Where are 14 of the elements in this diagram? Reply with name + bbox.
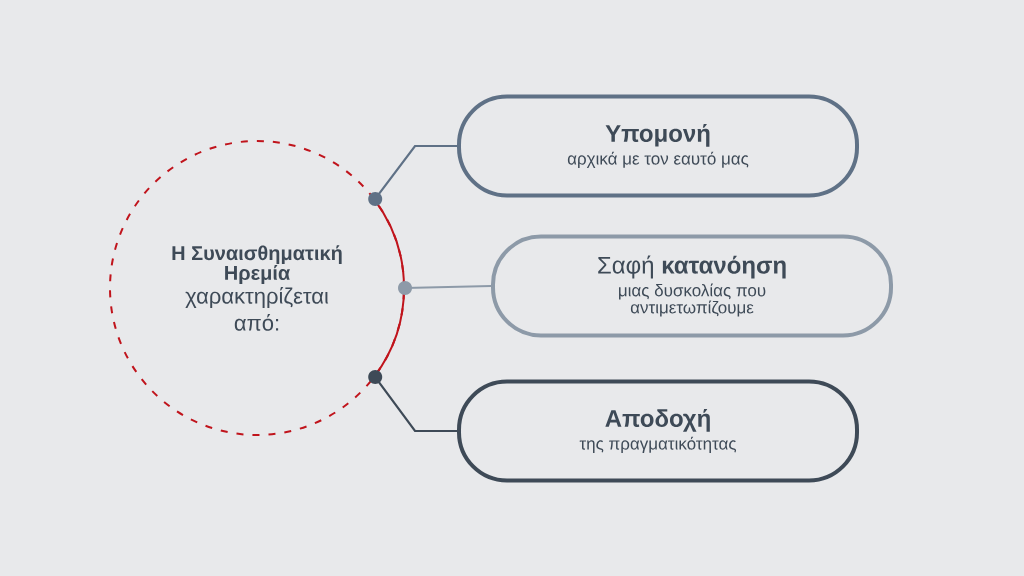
pill-text: μιας δυσκολίας που αντιμετωπίζουμε xyxy=(619,283,766,317)
connector xyxy=(398,281,492,295)
pill-heading: Σαφή κατανόηση xyxy=(598,255,786,279)
pill-text: αρχικά με τον εαυτό μας xyxy=(567,151,749,168)
circle-heading: Η Συναισθηματική Ηρεμία xyxy=(172,245,342,284)
pill-text: της πραγματικότητας xyxy=(579,436,737,453)
connector xyxy=(368,144,457,206)
pill-box xyxy=(457,94,859,198)
pill-heading: Υπομονή xyxy=(605,124,710,147)
pill-heading: Αποδοχή xyxy=(605,409,710,432)
connector xyxy=(368,370,457,433)
pill-box xyxy=(457,379,859,483)
circle-text: χαρακτηρίζεται από: xyxy=(185,286,329,331)
pill-box xyxy=(491,234,893,338)
